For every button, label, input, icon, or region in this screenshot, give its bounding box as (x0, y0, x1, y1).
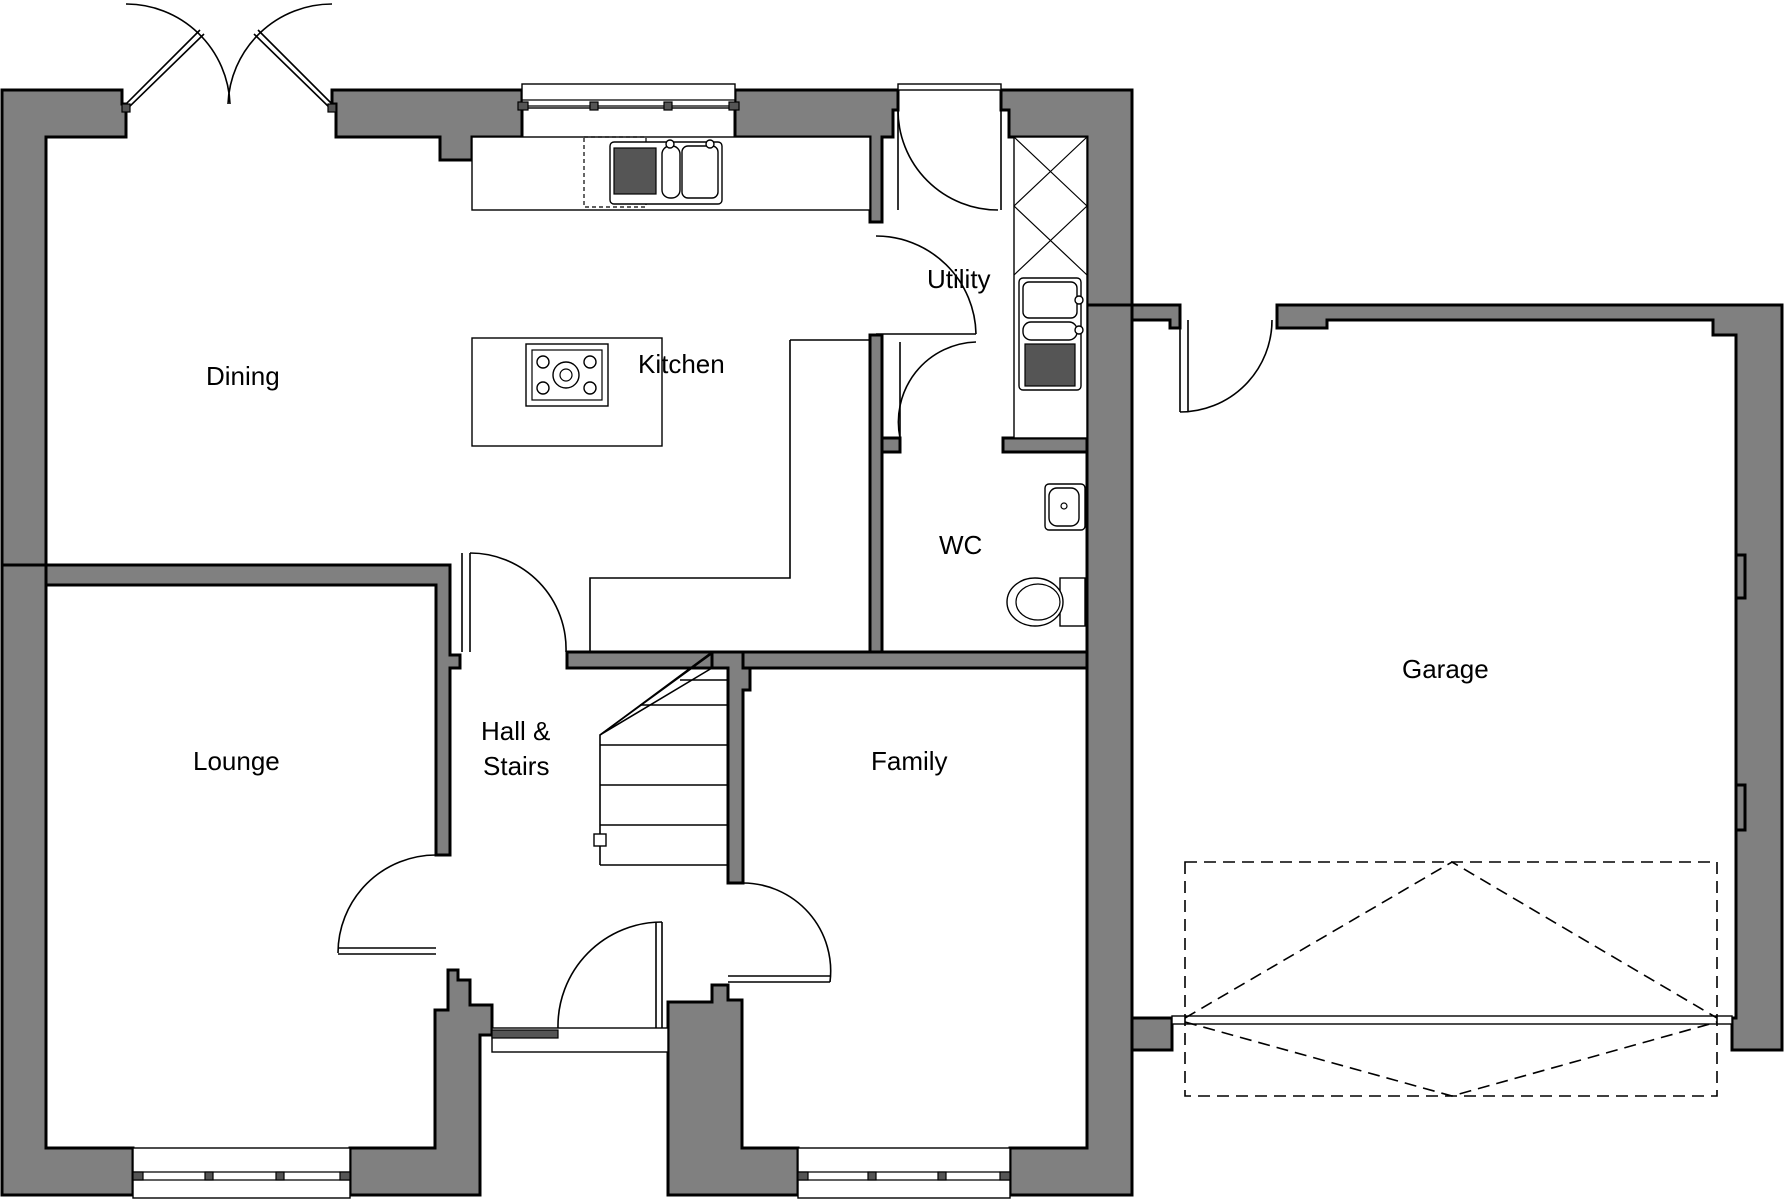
wall-garage-top (1275, 303, 1784, 1052)
utility-sink (1018, 277, 1084, 391)
window-family (797, 1147, 1011, 1199)
wall-kitchen-utility (868, 333, 884, 654)
fixtures (471, 136, 1088, 866)
kitchen-sink (609, 139, 723, 205)
walls (0, 88, 1784, 1197)
door-kitchen-utility (875, 235, 977, 335)
door-front (557, 921, 663, 1029)
french-door-left (125, 29, 205, 111)
door-lounge (337, 854, 437, 954)
room-label-hall-line1: Hall & (481, 716, 550, 746)
door-utility-wc (897, 341, 977, 439)
wall-garage-pier-2 (1734, 783, 1747, 832)
french-door-right (253, 29, 333, 111)
wall-top-left (0, 88, 128, 567)
wall-bottom-mid (666, 983, 800, 1197)
wall-garage-bottom-left (1130, 1016, 1174, 1052)
wall-garage-top-left (1130, 303, 1182, 330)
hob-icon (525, 343, 609, 407)
wc-basin (1044, 483, 1086, 531)
doors (121, 3, 1733, 1097)
wall-stairs (710, 650, 752, 885)
wall-bottom-left (348, 968, 494, 1197)
wall-family-top (741, 650, 1089, 670)
wall-utility-wc-right (1001, 436, 1089, 454)
room-label-wc: WC (939, 530, 982, 560)
windows (132, 83, 1011, 1199)
wall-dining-lounge (44, 563, 462, 857)
room-labels: Dining Kitchen Utility WC Lounge Hall & … (193, 264, 1489, 781)
room-label-utility: Utility (927, 264, 991, 294)
kitchen-counter-outline (589, 339, 870, 652)
toilet-icon (1006, 577, 1086, 627)
room-label-kitchen: Kitchen (638, 349, 725, 379)
room-label-garage: Garage (1402, 654, 1489, 684)
wall-left (0, 563, 135, 1197)
garage-door (1171, 861, 1733, 1097)
window-kitchen (521, 83, 736, 109)
door-family (742, 882, 832, 983)
door-hall-kitchen (469, 552, 567, 653)
room-label-family: Family (871, 746, 948, 776)
room-label-hall-line2: Stairs (483, 751, 549, 781)
wall-utility-wc (880, 436, 902, 454)
room-label-dining: Dining (206, 361, 280, 391)
door-garage-side (1179, 319, 1273, 413)
wall-garage-pier-1 (1734, 553, 1747, 600)
window-hall (491, 1027, 669, 1053)
window-lounge (132, 1147, 351, 1199)
staircase (593, 651, 728, 866)
room-label-lounge: Lounge (193, 746, 280, 776)
